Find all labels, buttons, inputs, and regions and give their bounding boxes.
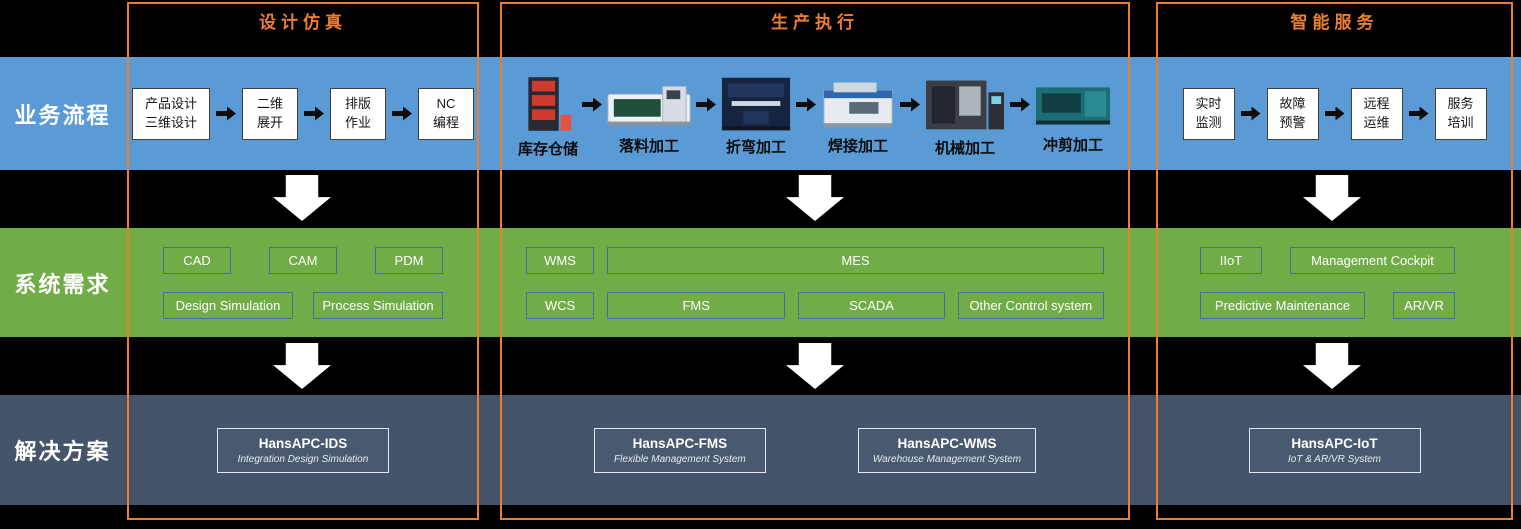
machine-cnc: 机械加工 (924, 74, 1006, 158)
row-label-business-process: 业务流程 (14, 102, 111, 128)
system-box-wcs: WCS (526, 291, 594, 319)
arrow-right-icon (696, 97, 716, 112)
process-step-product-design: 产品设计 三维设计 (132, 87, 210, 140)
system-box-design-simulation: Design Simulation (163, 291, 293, 319)
down-arrow-icon (1303, 175, 1361, 221)
system-box-wms: WMS (526, 246, 594, 274)
machine-laser-cutting: 落料加工 (606, 76, 692, 156)
solution-name: HansAPC-FMS (632, 435, 728, 451)
system-box-mes: MES (607, 246, 1104, 274)
production-process-flow: 库存仓储 落料加工 (500, 57, 1130, 170)
process-step-nesting: 排版 作业 (330, 87, 386, 140)
machine-bending: 折弯加工 (720, 75, 792, 157)
system-box-pdm: PDM (375, 246, 443, 274)
system-box-iiot: IIoT (1200, 246, 1262, 274)
machine-punch-shear: 冲剪加工 (1034, 77, 1112, 155)
welding-machine-image (823, 82, 893, 127)
punch-shear-machine-image (1035, 86, 1111, 124)
down-arrow-icon (273, 175, 331, 221)
row-label-solutions: 解决方案 (14, 439, 111, 464)
system-box-ar-vr: AR/VR (1393, 291, 1455, 319)
arrow-right-icon (304, 106, 324, 121)
machine-label: 折弯加工 (725, 138, 786, 156)
system-box-other-control: Other Control system (957, 291, 1105, 319)
solution-description: Flexible Management System (614, 453, 746, 465)
solution-box-ids: HansAPC-IDS Integration Design Simulatio… (217, 427, 389, 473)
production-solutions: HansAPC-FMS Flexible Management System H… (500, 395, 1130, 505)
design-systems: CAD CAM PDM Design Simulation Process Si… (127, 228, 479, 337)
production-systems: WMS MES WCS FMS SCADA Other Control syst… (500, 228, 1130, 337)
arrow-right-icon (796, 97, 816, 112)
system-box-cam: CAM (269, 246, 337, 274)
system-requirements-band: 系统需求 CAD CAM PDM Design Simulation Proce… (0, 228, 1521, 337)
system-box-predictive-maintenance: Predictive Maintenance (1200, 291, 1365, 319)
solution-box-wms: HansAPC-WMS Warehouse Management System (857, 427, 1037, 473)
solution-name: HansAPC-IoT (1291, 435, 1378, 451)
solution-description: Integration Design Simulation (237, 453, 369, 465)
press-brake-machine-image (721, 77, 791, 130)
service-systems: IIoT Management Cockpit Predictive Maint… (1156, 228, 1513, 337)
machine-label: 机械加工 (934, 139, 995, 157)
arrow-right-icon (1324, 106, 1345, 121)
system-box-fms: FMS (607, 291, 786, 319)
storage-rack-image (528, 76, 572, 131)
down-arrow-icon (1303, 343, 1361, 389)
process-step-remote-ops: 远程 运维 (1350, 87, 1403, 140)
arrow-right-icon (900, 97, 920, 112)
solution-box-iot: HansAPC-IoT IoT & AR/VR System (1248, 427, 1421, 473)
process-step-2d-unfold: 二维 展开 (242, 87, 298, 140)
process-step-nc-programming: NC 编程 (418, 87, 474, 140)
machine-label: 冲剪加工 (1042, 136, 1103, 154)
service-solutions: HansAPC-IoT IoT & AR/VR System (1156, 395, 1513, 505)
arrow-right-icon (1010, 97, 1030, 112)
down-arrow-icon (273, 343, 331, 389)
system-box-management-cockpit: Management Cockpit (1290, 246, 1455, 274)
business-process-band: 业务流程 产品设计 三维设计 二维 展开 排版 作业 NC 编程 库存仓储 (0, 57, 1521, 170)
process-step-service-training: 服务 培训 (1434, 87, 1487, 140)
system-box-process-simulation: Process Simulation (313, 291, 443, 319)
column-title-production-execution: 生产执行 (771, 13, 859, 32)
solution-box-fms: HansAPC-FMS Flexible Management System (593, 427, 766, 473)
column-title-design-simulation: 设计仿真 (259, 13, 347, 32)
arrow-right-icon (392, 106, 412, 121)
row-label-system-requirements: 系统需求 (14, 271, 111, 297)
system-box-scada: SCADA (798, 291, 945, 319)
laser-cutting-machine-image (607, 85, 691, 125)
arrow-right-icon (216, 106, 236, 121)
design-solutions: HansAPC-IDS Integration Design Simulatio… (127, 395, 479, 505)
solution-description: IoT & AR/VR System (1288, 453, 1381, 465)
column-title-intelligent-service: 智能服务 (1290, 13, 1379, 32)
solution-name: HansAPC-IDS (258, 435, 348, 451)
solution-name: HansAPC-WMS (897, 435, 997, 451)
machine-label: 焊接加工 (827, 137, 888, 155)
machine-welding: 焊接加工 (820, 76, 896, 156)
design-process-flow: 产品设计 三维设计 二维 展开 排版 作业 NC 编程 (127, 57, 479, 170)
service-process-flow: 实时 监测 故障 预警 远程 运维 服务 培训 (1156, 57, 1513, 170)
system-box-cad: CAD (163, 246, 231, 274)
machine-label: 落料加工 (618, 137, 679, 155)
arrow-right-icon (1408, 106, 1429, 121)
machine-label: 库存仓储 (517, 140, 578, 158)
arrow-right-icon (582, 97, 602, 112)
solution-description: Warehouse Management System (872, 453, 1022, 465)
process-step-fault-warning: 故障 预警 (1266, 87, 1319, 140)
arrow-right-icon (1240, 106, 1261, 121)
cnc-machining-center-image (925, 80, 1005, 129)
down-arrow-icon (786, 175, 844, 221)
machine-storage: 库存仓储 (518, 73, 578, 159)
process-step-realtime-monitor: 实时 监测 (1182, 87, 1235, 140)
down-arrow-icon (786, 343, 844, 389)
solutions-band: 解决方案 HansAPC-IDS Integration Design Simu… (0, 395, 1521, 505)
